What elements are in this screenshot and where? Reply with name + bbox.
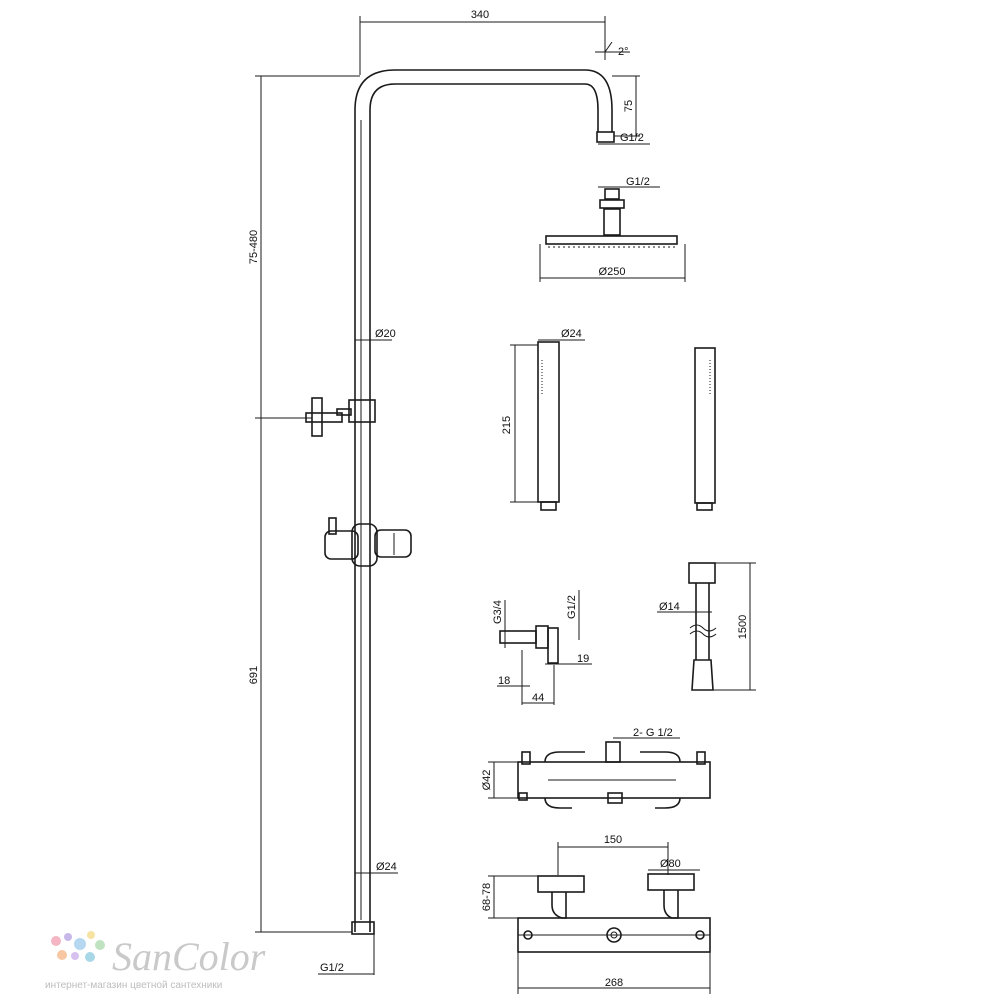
shower-column — [305, 69, 615, 975]
watermark-brand: SanColor — [112, 934, 266, 979]
head-nut-middle — [599, 199, 625, 209]
eccentric-19-label: 19 — [577, 653, 589, 665]
hand-shower: Ø24 215 — [501, 328, 716, 511]
hose-top-nut — [688, 562, 716, 584]
sancolor-watermark: SanColor интернет-магазин цветной сантех… — [45, 931, 266, 991]
mixer-depth-label: 68-78 — [481, 883, 493, 911]
mixer-front-nut-right — [695, 930, 705, 940]
riser-collar — [348, 399, 376, 423]
hose-bottom-cone — [691, 659, 714, 691]
hose-length-label: 1500 — [737, 615, 749, 639]
mixer-front-outlet-inner — [610, 931, 618, 939]
arm-inner — [369, 83, 599, 132]
head-thread-label: G1/2 — [626, 176, 650, 188]
holder-clamp — [351, 523, 378, 567]
hose-break-bottom — [689, 630, 717, 638]
hand-shower-side-connector — [696, 502, 713, 511]
hand-shower-body — [537, 341, 560, 503]
mixer-dome-left-bottom — [544, 797, 572, 809]
mixer-outlet-bottom — [607, 792, 623, 804]
watermark-dot — [71, 952, 79, 960]
watermark-dot — [95, 940, 105, 950]
eccentric-fitting: G3/4 G1/2 19 18 44 — [492, 590, 592, 705]
holder-right-cup — [374, 529, 412, 558]
hand-shower-length-label: 215 — [501, 416, 513, 434]
dim-g12-top-label: G1/2 — [620, 132, 644, 144]
mixer-dome-right-top — [640, 751, 681, 763]
dim-d24-label: Ø24 — [376, 861, 397, 873]
mixer-dome-right-bottom — [655, 797, 681, 809]
arm-outlet-nut — [596, 131, 615, 143]
dim-d20-label: Ø20 — [375, 328, 396, 340]
watermark-dot — [57, 950, 67, 960]
dim-angle-ray — [604, 41, 613, 53]
watermark-tagline: интернет-магазин цветной сантехники — [45, 980, 222, 991]
dim-g12-bottom-label: G1/2 — [320, 962, 344, 974]
riser-bottom-fitting — [351, 921, 375, 935]
head-ball-joint — [603, 208, 621, 236]
eccentric-outlet — [547, 627, 559, 664]
mixer-foot-left — [518, 792, 528, 801]
eccentric-44-label: 44 — [532, 692, 544, 704]
mixer-elbow-left — [551, 892, 567, 919]
mixer-outlet-top — [605, 741, 621, 763]
mixer-width-label: 268 — [605, 977, 623, 989]
watermark-logo-dots — [51, 931, 105, 962]
eccentric-g12-label: G1/2 — [566, 595, 578, 619]
watermark-dot — [64, 933, 72, 941]
shower-hose: Ø14 1500 — [657, 562, 756, 691]
holder-left-cup — [324, 530, 359, 560]
arm-outer — [354, 69, 613, 132]
eccentric-nut — [535, 625, 549, 649]
sliding-holder — [324, 517, 412, 567]
eccentric-g34-label: G3/4 — [492, 600, 504, 624]
mixer-front-outlet — [606, 927, 622, 943]
mixer-front-view: 150 Ø80 68-78 268 — [481, 834, 711, 994]
mixer-outlets-label: 2- G 1/2 — [633, 727, 673, 739]
column-dimensions: 340 2° 75 G1/2 75-480 Ø20 691 Ø24 G1/2 — [248, 9, 650, 975]
hose-break-top — [689, 624, 717, 632]
watermark-dot — [74, 938, 86, 950]
hand-shower-diameter-label: Ø24 — [561, 328, 582, 340]
watermark-dot — [87, 931, 95, 939]
mixer-d42-label: Ø42 — [481, 770, 493, 791]
mixer-pin-left — [521, 751, 531, 765]
rain-shower-head: G1/2 Ø250 — [539, 176, 686, 282]
mixer-flange-left — [537, 875, 585, 893]
collar-link — [336, 408, 352, 416]
head-diameter-label: Ø250 — [599, 266, 626, 278]
dim-340-label: 340 — [471, 9, 489, 21]
dim-691-label: 691 — [248, 666, 260, 684]
mixer-pin-right — [696, 751, 706, 765]
head-plate — [545, 235, 678, 245]
watermark-dot — [51, 936, 61, 946]
hand-shower-connector — [540, 501, 557, 511]
dim-75-480-label: 75-480 — [248, 230, 260, 264]
mixer-d80-label: Ø80 — [660, 858, 681, 870]
eccentric-18-label: 18 — [498, 675, 510, 687]
wall-bracket-plate — [311, 397, 323, 437]
watermark-dot — [85, 952, 95, 962]
mixer-top-view: 2- G 1/2 Ø42 — [481, 727, 711, 809]
mixer-150-label: 150 — [604, 834, 622, 846]
hand-shower-side-body — [694, 347, 716, 504]
mixer-elbow-right — [663, 890, 679, 919]
holder-knob-stem — [328, 517, 337, 535]
head-nut-top — [604, 188, 620, 200]
mixer-flange-right — [647, 873, 695, 891]
dim-75-label: 75 — [623, 100, 635, 112]
mixer-dome-left-top — [544, 751, 585, 763]
mixer-front-nut-left — [523, 930, 533, 940]
dim-angle-label: 2° — [618, 46, 629, 58]
hose-diameter-label: Ø14 — [659, 601, 680, 613]
